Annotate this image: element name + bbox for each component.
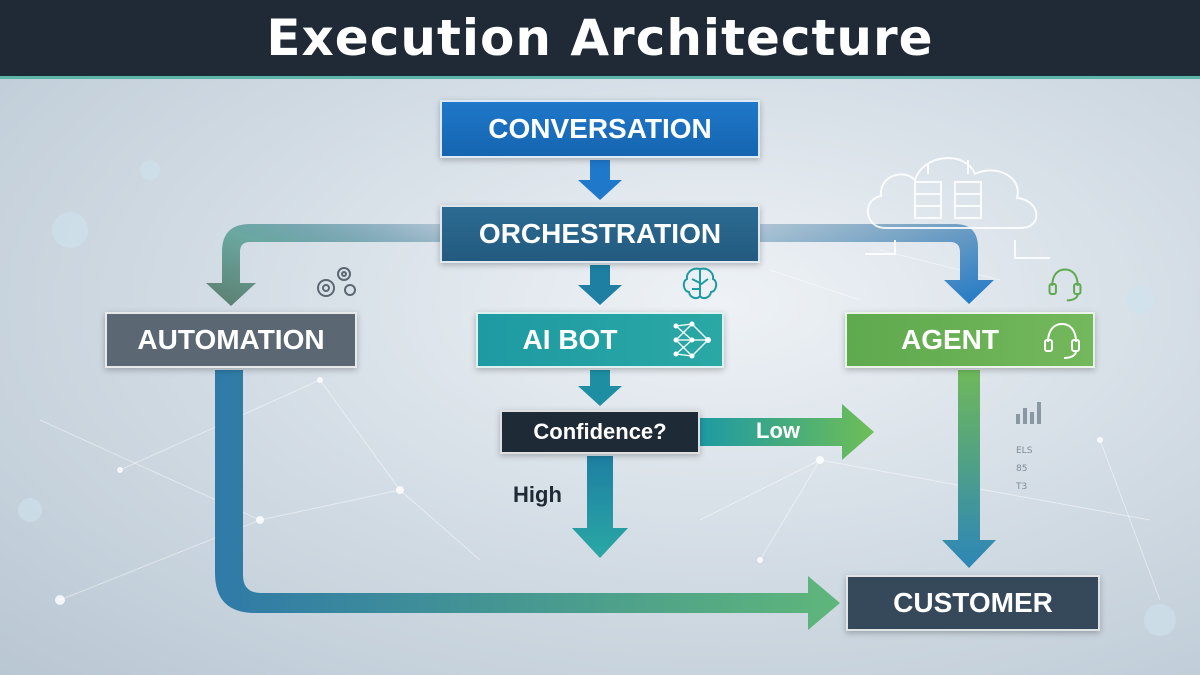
agent-node: AGENT [845, 312, 1095, 368]
headset-icon [1048, 268, 1082, 302]
side-panel-item: T3 [1016, 482, 1028, 492]
arrow-orchestration-to-aibot [578, 265, 622, 305]
arrow-aibot-to-confidence [578, 370, 622, 406]
confidence-decision-node: Confidence? [500, 410, 700, 454]
high-label: High [513, 482, 562, 507]
arrow-orchestration-to-automation [206, 224, 440, 306]
arrow-high-confidence [572, 456, 628, 558]
header-bar [0, 0, 1200, 79]
conversation-node: CONVERSATION [440, 100, 760, 158]
automation-node: AUTOMATION [105, 312, 357, 368]
page-title: Execution Architecture [266, 9, 934, 67]
brain-icon [682, 267, 718, 300]
bar-chart-icon [1016, 402, 1041, 424]
headset-icon [1044, 322, 1080, 359]
arrow-orchestration-to-agent [760, 224, 994, 304]
arrow-low-confidence [700, 404, 874, 460]
side-panel-item: ELS [1016, 446, 1033, 456]
arrow-agent-to-customer [942, 370, 996, 568]
customer-node: CUSTOMER [846, 575, 1100, 631]
arrow-automation-to-customer [215, 370, 840, 630]
side-panel-item: 85 [1016, 464, 1028, 474]
low-label: Low [756, 418, 800, 443]
cloud-server-icon [865, 157, 1050, 259]
orchestration-node: ORCHESTRATION [440, 205, 760, 263]
gears-icon [317, 267, 356, 297]
arrow-conversation-to-orchestration [578, 160, 622, 200]
neural-network-icon [673, 321, 711, 359]
